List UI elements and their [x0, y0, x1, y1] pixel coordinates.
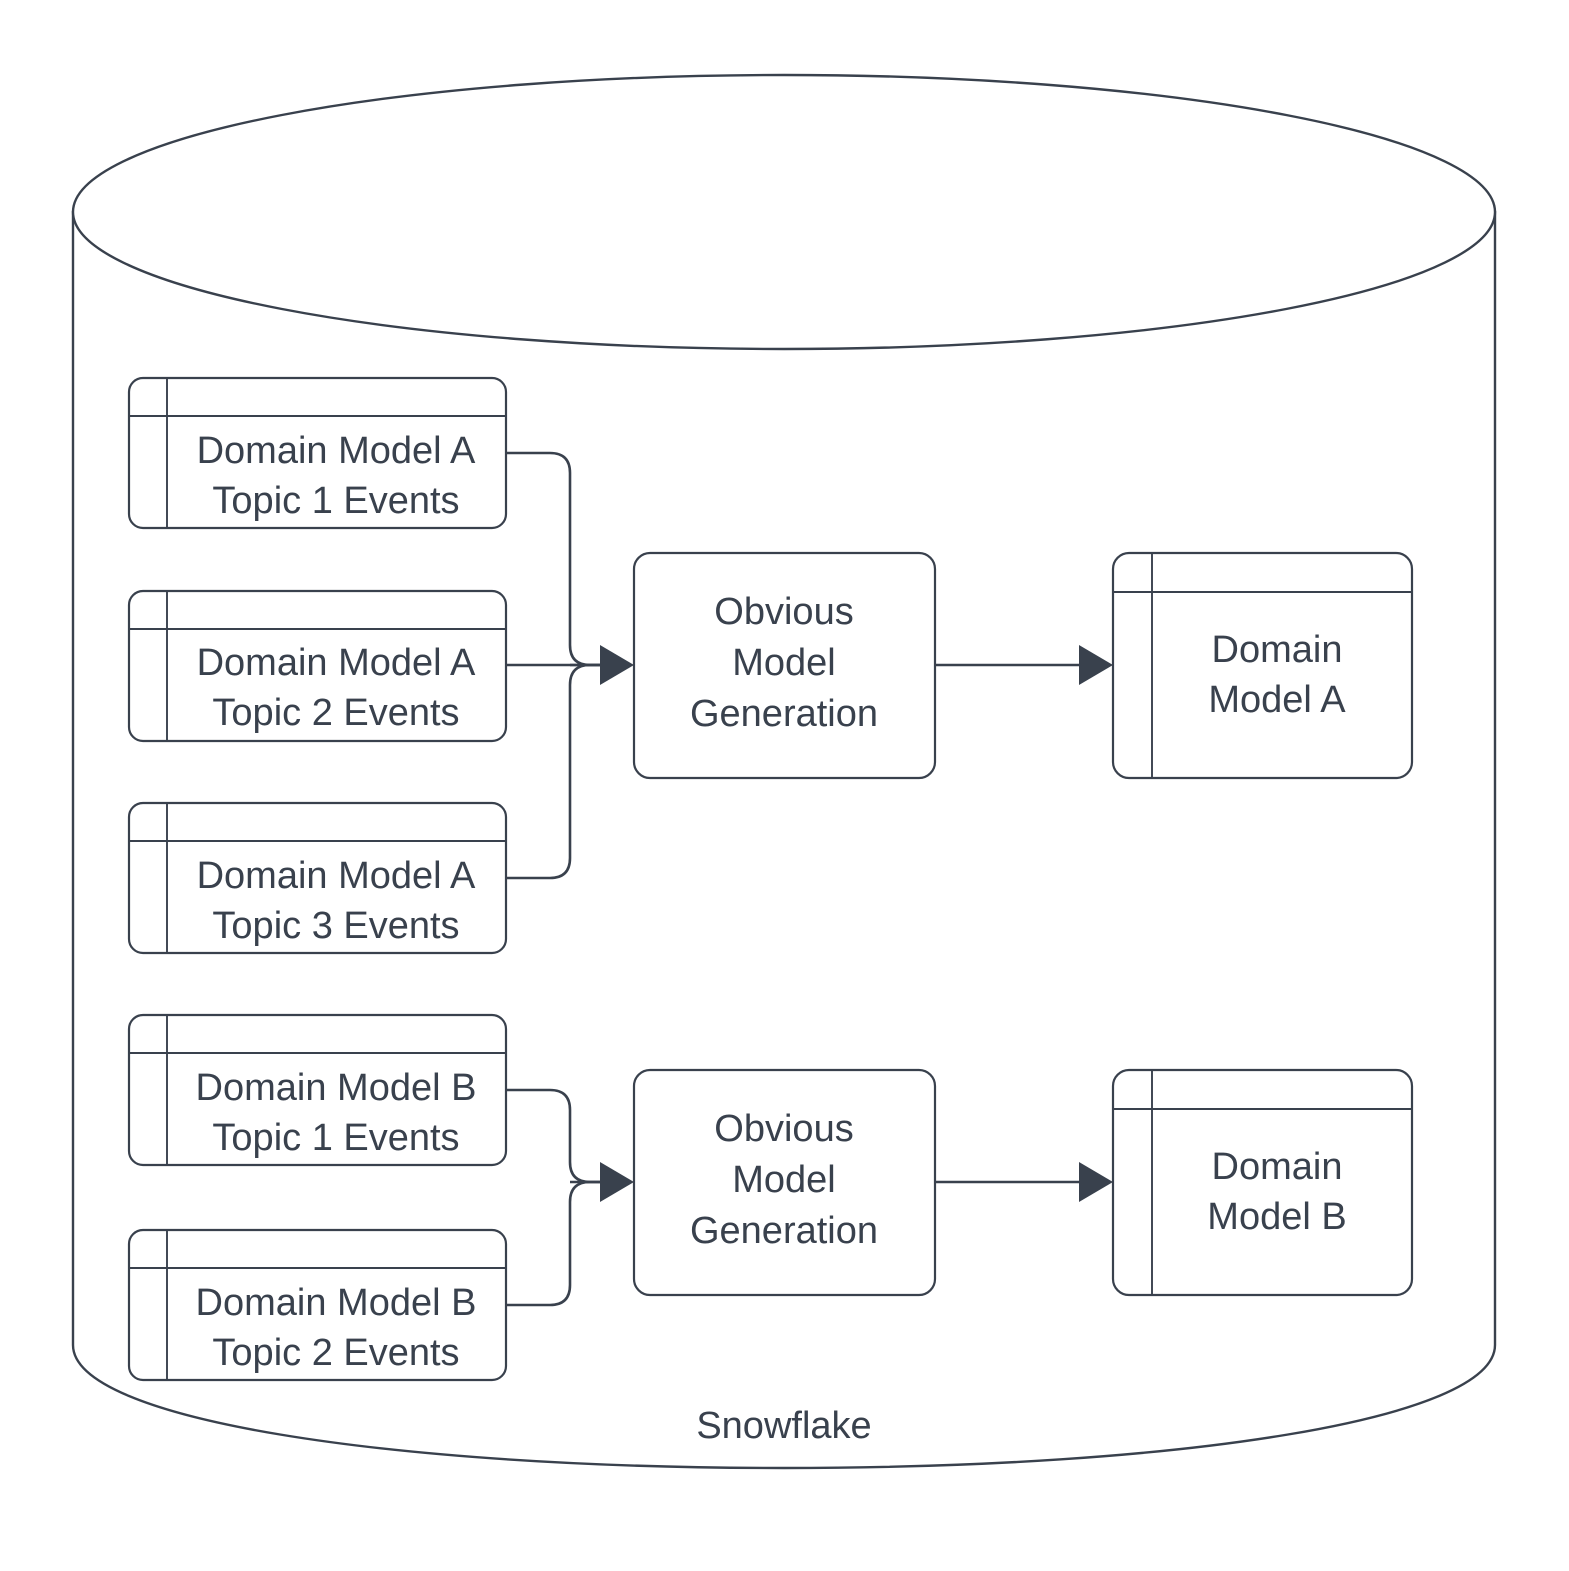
node-a-topic-1[interactable]: Domain Model A Topic 1 Events [127, 376, 508, 530]
node-model-b[interactable]: Domain Model B [1111, 1068, 1414, 1297]
node-label-line2: Topic 2 Events [212, 692, 459, 734]
node-a-topic-2[interactable]: Domain Model A Topic 2 Events [127, 589, 508, 743]
arrowhead-into-omg-a [600, 645, 634, 685]
process-label-line1: Obvious [714, 1108, 853, 1150]
node-label-line1: Domain Model A [197, 855, 476, 897]
process-label-line2: Model [732, 642, 836, 684]
node-label-line1: Domain Model B [196, 1067, 477, 1109]
cylinder-top-ellipse [71, 73, 1497, 351]
table-outline [1111, 551, 1414, 780]
node-label-line2: Model A [1208, 679, 1346, 721]
arrowhead-into-omg-b [600, 1162, 634, 1202]
node-label-line1: Domain [1212, 1146, 1343, 1188]
node-omg-b[interactable]: Obvious Model Generation [632, 1068, 937, 1297]
node-a-topic-3[interactable]: Domain Model A Topic 3 Events [127, 801, 508, 955]
node-label-line1: Domain [1212, 629, 1343, 671]
process-outline [632, 551, 937, 780]
process-label-line3: Generation [690, 693, 878, 735]
table-outline [1111, 1068, 1414, 1297]
node-label-line2: Topic 1 Events [212, 1117, 459, 1159]
arrowhead-into-model-a [1079, 645, 1113, 685]
node-label-line1: Domain Model B [196, 1282, 477, 1324]
process-label-line2: Model [732, 1159, 836, 1201]
connector-group-b [506, 1088, 1113, 1307]
container-label-snowflake: Snowflake [696, 1405, 871, 1447]
node-omg-a[interactable]: Obvious Model Generation [632, 551, 937, 780]
process-label-line3: Generation [690, 1210, 878, 1252]
process-outline [632, 1068, 937, 1297]
node-model-a[interactable]: Domain Model A [1111, 551, 1414, 780]
arrowhead-into-model-b [1079, 1162, 1113, 1202]
node-b-topic-1[interactable]: Domain Model B Topic 1 Events [127, 1013, 508, 1167]
node-label-line2: Topic 3 Events [212, 905, 459, 947]
connector-group-a [506, 451, 1113, 880]
node-label-line1: Domain Model A [197, 642, 476, 684]
node-label-line2: Topic 1 Events [212, 480, 459, 522]
node-label-line2: Model B [1207, 1196, 1346, 1238]
node-b-topic-2[interactable]: Domain Model B Topic 2 Events [127, 1228, 508, 1382]
process-label-line1: Obvious [714, 591, 853, 633]
node-label-line1: Domain Model A [197, 430, 476, 472]
node-label-line2: Topic 2 Events [212, 1332, 459, 1374]
